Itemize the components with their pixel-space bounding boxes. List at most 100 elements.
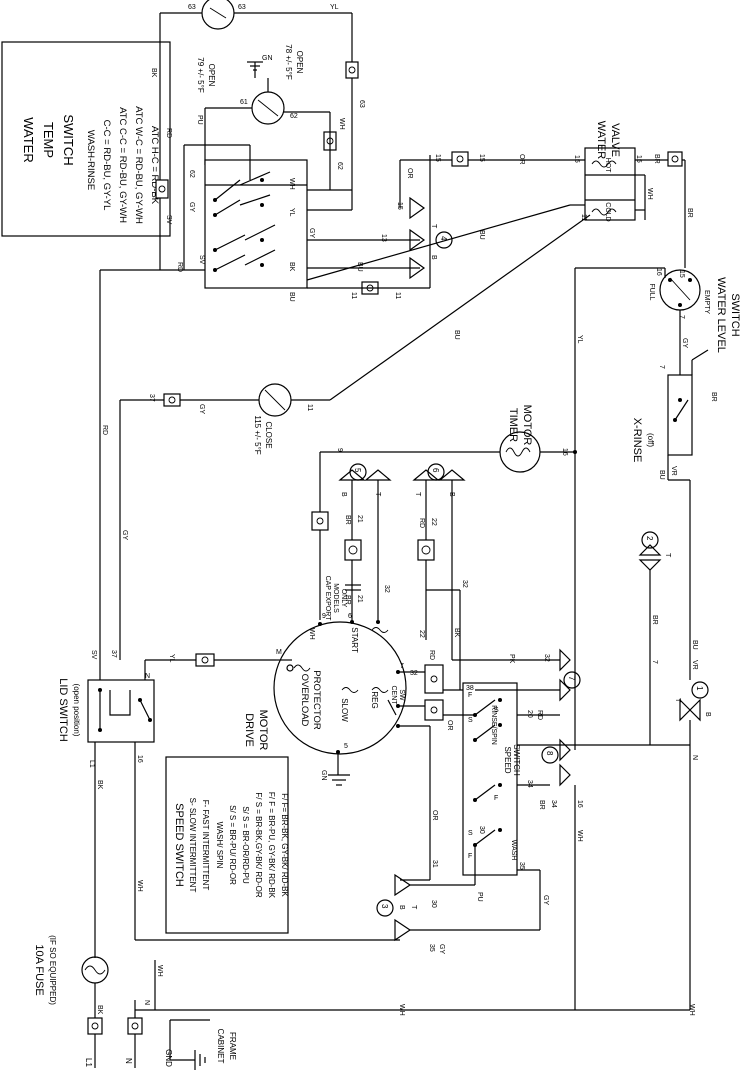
open-1-label: OPEN xyxy=(207,64,216,87)
overload-2: PROTECTOR xyxy=(311,670,322,730)
term-t-1: T xyxy=(674,698,681,703)
wire-wh-right: WH xyxy=(576,830,583,842)
wire-num-13d: 15 xyxy=(573,155,580,163)
wire-num-63b: 63 xyxy=(358,100,365,108)
wire-num-38: 38 xyxy=(466,685,474,692)
term-b-4: B xyxy=(430,255,437,260)
wire-wh-lid: WH xyxy=(136,880,143,892)
open-1-temp: 79 +/- 5°F xyxy=(196,57,205,93)
wire-num-7b: 7 xyxy=(658,365,665,369)
wire-num-9a: 9 xyxy=(336,448,343,452)
temp-title-3: SWITCH xyxy=(61,114,76,165)
term-b-5: B xyxy=(340,492,347,497)
wire-num-16a: 16 xyxy=(655,268,662,276)
wire-num-11d: 11 xyxy=(306,404,313,411)
wire-rd-mid2: RD xyxy=(428,650,435,660)
wire-wh-temp: WH xyxy=(338,118,345,130)
wire-bu-diag: BU xyxy=(453,330,460,340)
wire-wh-bottom2: WH xyxy=(688,1004,695,1016)
term-m-motor: M xyxy=(276,649,282,656)
wire-bu-temp: BU xyxy=(288,292,295,302)
wire-gy-level: GY xyxy=(681,338,688,348)
wire-num-30: 30 xyxy=(430,900,437,908)
wire-num-21a: 21 xyxy=(356,515,363,523)
term-t-3: T xyxy=(410,905,417,910)
speed-s-3: S xyxy=(468,830,473,837)
circle-5: 5 xyxy=(353,468,362,473)
water-temp-switch-legend: WATER TEMP SWITCH WASH-RINSE C-C = RD-BU… xyxy=(1,41,171,237)
cabinet-label-2: FRAME xyxy=(228,1032,237,1060)
wire-num-32c: 32 xyxy=(543,654,550,662)
fuse: 10A FUSE (IF SO EQUIPPED) xyxy=(33,935,109,1005)
cabinet-ground: GND CABINET FRAME xyxy=(164,1019,237,1070)
speed-switch-wash: WASH xyxy=(510,840,517,861)
speed-switch-label-3: RINSE/SPIN xyxy=(490,705,497,745)
term-7-motor: 7 xyxy=(400,663,404,670)
terminal-7: 7 xyxy=(559,648,581,702)
speed-legend-title: SPEED SWITCH xyxy=(173,803,185,887)
level-label-2: SWITCH xyxy=(729,293,741,336)
water-level-switch: 16 15 7 FULL EMPTY WATER LEVEL SWITCH xyxy=(648,268,741,353)
wire-num-34b: 35 xyxy=(518,862,525,870)
temp-legend-4: ATC H-C = RD-BK xyxy=(149,126,160,205)
wire-or-valve: OR xyxy=(518,154,525,165)
wire-yl-temp: YL xyxy=(288,208,295,217)
speed-legend-6: F/ S = BR-BK,GY-BK/ RD-OR xyxy=(254,792,263,898)
wire-num-15a: 15 xyxy=(635,155,642,163)
wire-pu-speed: PU xyxy=(476,892,483,902)
wire-rd-long: RD xyxy=(101,425,108,435)
cabinet-label-1: CABINET xyxy=(216,1029,225,1064)
wire-bk-mid: BK xyxy=(453,628,460,638)
cap-3: ONLY xyxy=(340,589,347,608)
overload-1: OVERLOAD xyxy=(299,674,310,727)
speed-s-2: S xyxy=(468,717,473,724)
term-9-motor: 9 xyxy=(322,613,326,620)
wire-num-53b: 62 xyxy=(336,162,343,170)
wire-vr-xrinse: VR xyxy=(670,466,677,476)
wire-br-xrinse: BR xyxy=(710,392,717,402)
open-2-label: OPEN xyxy=(295,51,304,74)
speed-legend-3: WASH/ SPIN xyxy=(215,822,224,869)
wire-rd-speed: RD xyxy=(536,710,543,720)
speed-switch-label-2: SWITCH xyxy=(512,744,521,776)
wire-br-right: BR xyxy=(651,615,658,625)
gn-top: GN xyxy=(262,55,273,62)
wire-num-37b: 37 xyxy=(110,650,117,658)
wire-pk-speed: PK xyxy=(508,654,515,664)
motor-slow: SLOW xyxy=(340,698,349,722)
wire-sv-temp: SV xyxy=(165,215,172,225)
wire-num-21b: 21 xyxy=(356,595,363,603)
thermostat-mid: 37 GY 11 115 +/- 5°F CLOSE xyxy=(120,383,330,455)
term-t-4: T xyxy=(430,224,437,229)
wire-num-7a: 7 xyxy=(678,315,685,319)
term-n-lid: N xyxy=(145,673,150,680)
wire-wh-fuse: WH xyxy=(156,965,163,977)
motor-sw: SW xyxy=(398,689,405,701)
term-l1-lid: L1 xyxy=(88,760,95,768)
wire-br-valve2: BR xyxy=(686,208,693,218)
water-valve: 15 15 OR OR HOT COLD WATER VALVE 15 11 1… xyxy=(399,121,685,222)
wire-wh-valve: WH xyxy=(646,188,653,200)
term-l1-bottom: L1 xyxy=(84,1058,93,1067)
wire-br-speed: BR xyxy=(538,800,545,810)
thermostat-top: 63 63 YL BK 61 62 PU GN 79 +/- 5°F OPEN … xyxy=(150,0,352,165)
wire-bk-fuse: BK xyxy=(96,1005,103,1015)
speed-s-1: S xyxy=(494,707,499,714)
term-5-motor: 5 xyxy=(344,743,348,750)
wire-num-37a: 37 xyxy=(148,394,155,402)
wire-gn-motor: GN xyxy=(320,770,327,781)
circle-8: 8 xyxy=(545,751,554,756)
wire-num-32d: 32 xyxy=(410,670,418,677)
wire-sv-lid: SV xyxy=(90,650,97,660)
wire-num-33b: 34 xyxy=(550,800,557,808)
wire-or-valve2: OR xyxy=(406,168,413,179)
valve-cold: COLD xyxy=(604,202,611,221)
circle-1: 1 xyxy=(695,686,704,691)
term-n-bottom-a: N xyxy=(143,1000,150,1005)
valve-hot: HOT xyxy=(604,158,611,174)
wire-num-62: 62 xyxy=(188,170,195,178)
wire-or-speed2: OR xyxy=(431,810,438,821)
terminal-5: 5 B T xyxy=(338,463,392,497)
wire-gy-mid: GY xyxy=(198,404,205,414)
